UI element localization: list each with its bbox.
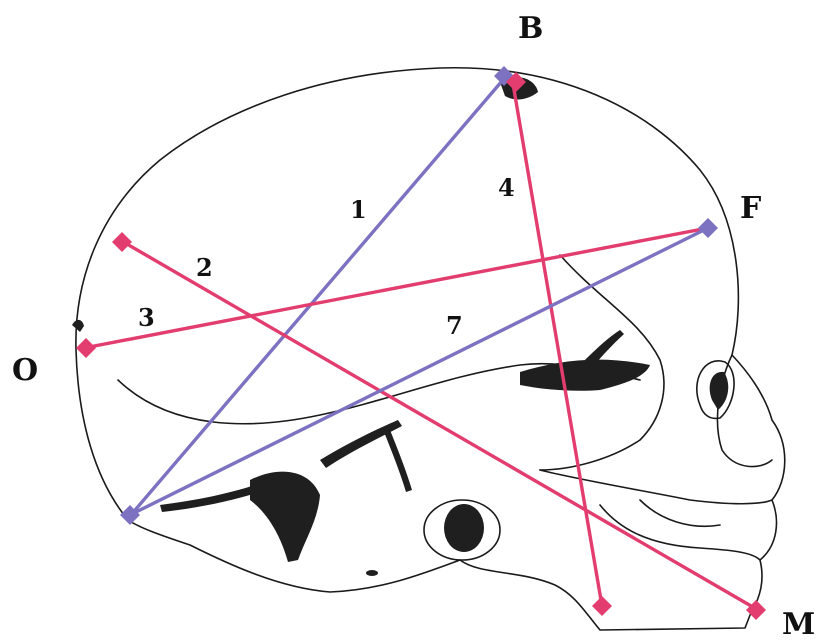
measurement-lines (84, 74, 758, 610)
marker-4-end (592, 596, 612, 616)
line-label-4: 4 (498, 173, 515, 202)
squamosal-branch (384, 430, 412, 492)
small-foramen (366, 570, 378, 576)
marker-F (698, 218, 718, 238)
mastoid-fontanelle (250, 472, 320, 562)
eye-socket-shade (710, 372, 729, 410)
lambdoid-suture (160, 484, 260, 512)
line-label-1: 1 (350, 195, 367, 224)
point-label-O: O (12, 353, 38, 388)
marker-2-start (112, 232, 132, 252)
point-label-B: B (518, 11, 543, 46)
occipital-notch (72, 320, 84, 332)
line-label-3: 3 (138, 303, 155, 332)
endpoint-markers (76, 66, 766, 620)
measurement-line-4 (512, 78, 602, 606)
line-label-7: 7 (446, 311, 463, 340)
jaw-contour (540, 470, 772, 504)
measurement-line-3 (84, 228, 708, 348)
line-label-2: 2 (196, 253, 213, 282)
point-label-M: M (782, 607, 815, 640)
point-label-F: F (740, 191, 761, 226)
maxilla-contour (640, 500, 720, 526)
ear-opening (444, 504, 484, 552)
marker-O (76, 338, 96, 358)
